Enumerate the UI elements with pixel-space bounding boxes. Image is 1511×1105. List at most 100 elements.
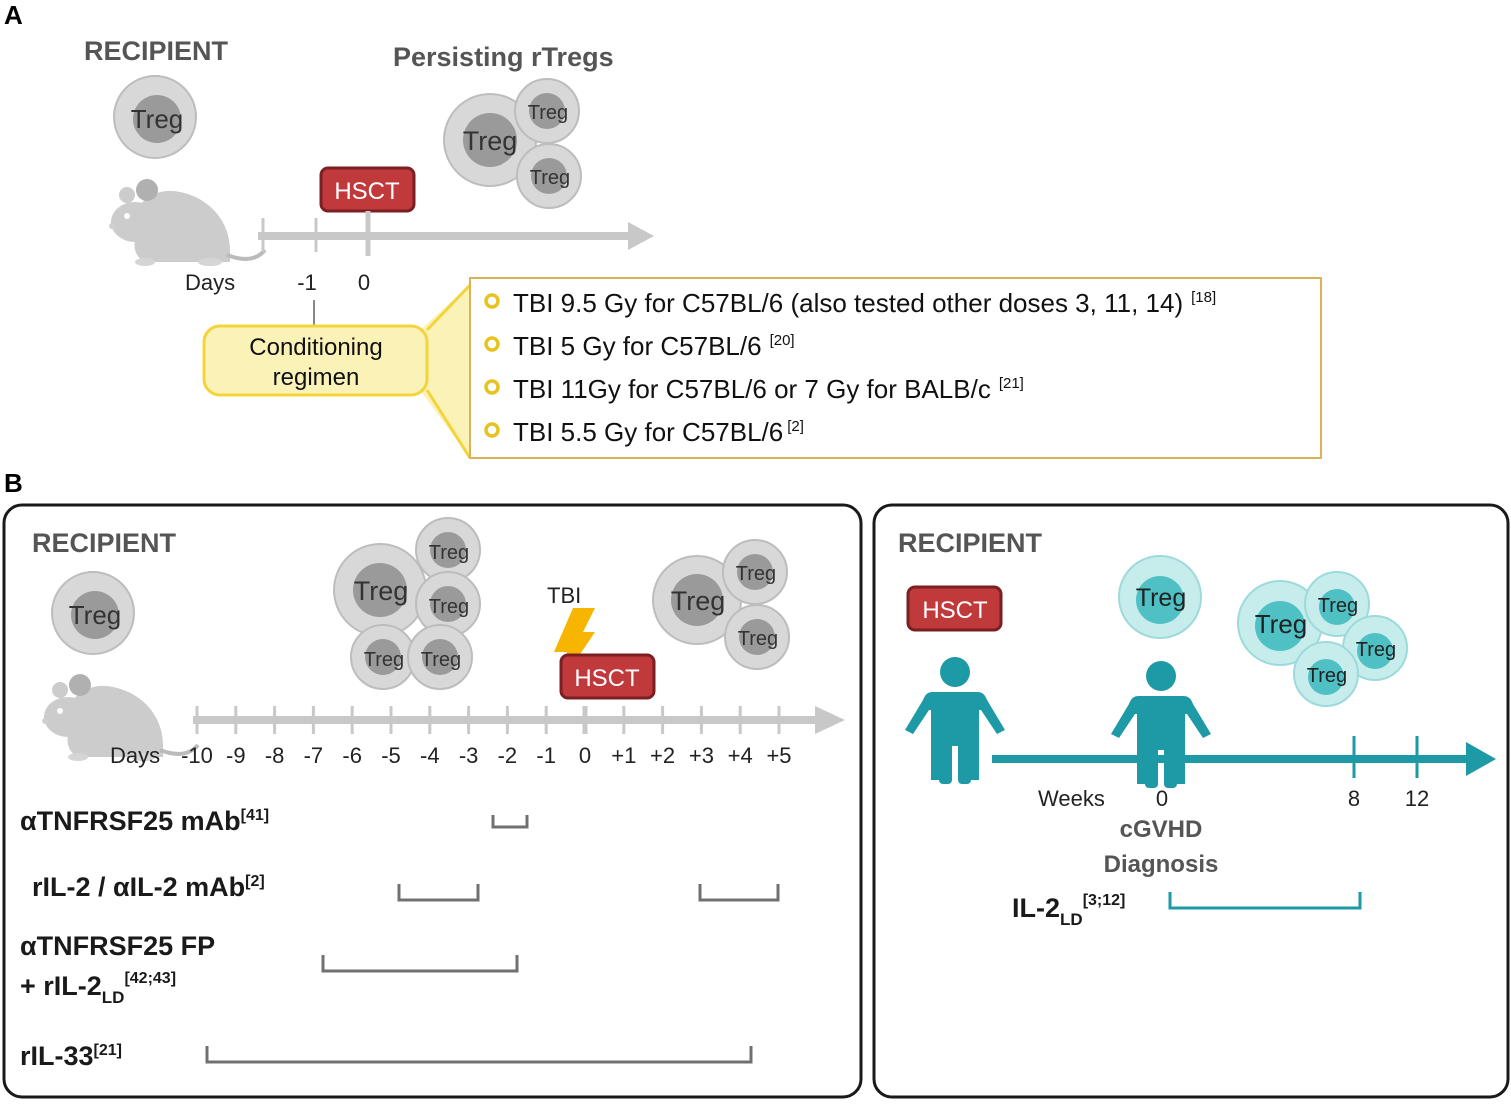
day-tick-label: +4 (728, 743, 753, 768)
regimen-item: TBI 11Gy for C57BL/6 or 7 Gy for BALB/c[… (484, 374, 1024, 404)
treg-label: Treg (354, 576, 409, 606)
bullet-icon (484, 422, 500, 438)
panel-b-left: B RECIPIENT Treg Treg Treg Treg Treg Tr (2, 468, 863, 1099)
day-tick-label: 0 (579, 743, 591, 768)
panel-a-letter: A (4, 0, 23, 30)
treatment-row: αTNFRSF25 FP + rIL-2LD[42;43] (20, 931, 519, 1007)
post-transplant-treg-cluster: Treg Treg Treg (652, 539, 790, 670)
panel-a-recipient-treg-cell: Treg (113, 75, 197, 159)
tbi-label: TBI (547, 583, 581, 608)
tick-label: 8 (1348, 786, 1360, 811)
day-tick-label: -1 (536, 743, 556, 768)
panel-a-recipient-heading: RECIPIENT (84, 36, 229, 66)
day-tick-label: -2 (498, 743, 518, 768)
treatment-row: αTNFRSF25 mAb[41] (20, 806, 529, 836)
treatment-bracket (1168, 892, 1362, 910)
day-tick-label: +5 (766, 743, 791, 768)
days-label: Days (185, 270, 235, 295)
days-label: Days (110, 743, 160, 768)
hsct-label: HSCT (334, 178, 400, 205)
day-tick-label: -5 (381, 743, 401, 768)
treatment-label: rIL-2 / αIL-2 mAb[2] (32, 872, 265, 902)
treg-label: Treg (364, 649, 404, 671)
day-tick-label: +2 (650, 743, 675, 768)
panel-a-persisting-heading: Persisting rTregs (393, 42, 614, 72)
panel-b-left-recipient-heading: RECIPIENT (32, 528, 177, 558)
panel-b-recipient-treg-cell: Treg (51, 571, 135, 655)
treg-label: Treg (421, 649, 461, 671)
treg-label: Treg (69, 600, 122, 630)
panel-b-right-recipient-heading: RECIPIENT (898, 528, 1043, 558)
regimen-item: TBI 5.5 Gy for C57BL/6[2] (484, 417, 804, 447)
patient-treg-cell: Treg (1118, 555, 1202, 639)
tick-label: -1 (297, 270, 317, 295)
treg-label: Treg (429, 596, 469, 618)
treg-label: Treg (738, 628, 778, 650)
treatment-bracket (397, 884, 480, 902)
treatment-label-line1: αTNFRSF25 FP (20, 931, 215, 961)
regimen-item: TBI 9.5 Gy for C57BL/6 (also tested othe… (484, 288, 1216, 318)
treatment-label-line2: + rIL-2LD[42;43] (20, 970, 176, 1007)
treatment-label: αTNFRSF25 mAb[41] (20, 806, 269, 836)
day-tick-label: +1 (611, 743, 636, 768)
conditioning-regimen-callout: Conditioning regimen (202, 283, 472, 459)
day-tick-label: -7 (304, 743, 324, 768)
day-tick-label: -4 (420, 743, 440, 768)
treg-label: Treg (463, 126, 518, 156)
treg-label: Treg (1356, 639, 1396, 661)
panel-b-hsct-badge: HSCT (559, 653, 656, 700)
mouse-icon (107, 177, 267, 268)
conditioning-label-line1: Conditioning (249, 334, 382, 361)
hsct-label: HSCT (922, 597, 988, 624)
treg-label: Treg (530, 167, 570, 189)
tick-label: 0 (1156, 786, 1168, 811)
regimen-list-box: TBI 9.5 Gy for C57BL/6 (also tested othe… (469, 277, 1322, 459)
bullet-icon (484, 336, 500, 352)
treg-label: Treg (131, 104, 184, 134)
hsct-label: HSCT (574, 665, 640, 692)
regimen-text: TBI 5 Gy for C57BL/6[20] (513, 331, 795, 361)
treatment-bracket (698, 884, 780, 902)
day-tick-label: -9 (226, 743, 246, 768)
expanded-treg-cluster: Treg Treg Treg Treg (1237, 571, 1408, 707)
weeks-label: Weeks (1038, 786, 1105, 811)
panel-a-hsct-badge: HSCT (319, 166, 416, 213)
regimen-text: TBI 9.5 Gy for C57BL/6 (also tested othe… (513, 288, 1216, 318)
treg-label: Treg (1255, 609, 1308, 639)
panel-b-right: RECIPIENT HSCT Treg Treg Treg Treg (872, 503, 1510, 1099)
treatment-bracket (321, 955, 519, 973)
treg-label: Treg (429, 542, 469, 564)
bullet-icon (484, 379, 500, 395)
tick-label: 12 (1405, 786, 1429, 811)
tick-label: 0 (358, 270, 370, 295)
treg-label: Treg (1318, 595, 1358, 617)
treatment-label: IL-2LD[3;12] (1012, 892, 1125, 929)
regimen-text: TBI 11Gy for C57BL/6 or 7 Gy for BALB/c[… (513, 374, 1024, 404)
treatment-row: rIL-33[21] (20, 1041, 753, 1071)
bullet-icon (484, 293, 500, 309)
panel-a: A RECIPIENT Persisting rTregs Treg Treg … (4, 0, 1322, 459)
treatment-label: rIL-33[21] (20, 1041, 122, 1071)
treatment-bracket (491, 815, 529, 829)
treg-label: Treg (671, 586, 726, 616)
regimen-text: TBI 5.5 Gy for C57BL/6[2] (513, 417, 804, 447)
panel-a-persisting-treg-cluster: Treg Treg Treg (443, 78, 582, 209)
day-tick-label: -3 (459, 743, 479, 768)
diagnosis-label-line2: Diagnosis (1104, 851, 1219, 878)
treg-label: Treg (528, 102, 568, 124)
panel-b-letter: B (4, 468, 23, 498)
treg-label: Treg (736, 563, 776, 585)
treatment-row: IL-2LD[3;12] (1012, 892, 1362, 929)
treg-label: Treg (1307, 665, 1347, 687)
treg-label: Treg (1136, 584, 1186, 612)
pre-transplant-treg-cluster: Treg Treg Treg Treg Treg (333, 517, 481, 690)
day-tick-label: +3 (689, 743, 714, 768)
treatment-row: rIL-2 / αIL-2 mAb[2] (32, 872, 780, 902)
regimen-item: TBI 5 Gy for C57BL/6[20] (484, 331, 795, 361)
diagnosis-label-line1: cGVHD (1120, 816, 1203, 843)
day-tick-label: -6 (342, 743, 362, 768)
